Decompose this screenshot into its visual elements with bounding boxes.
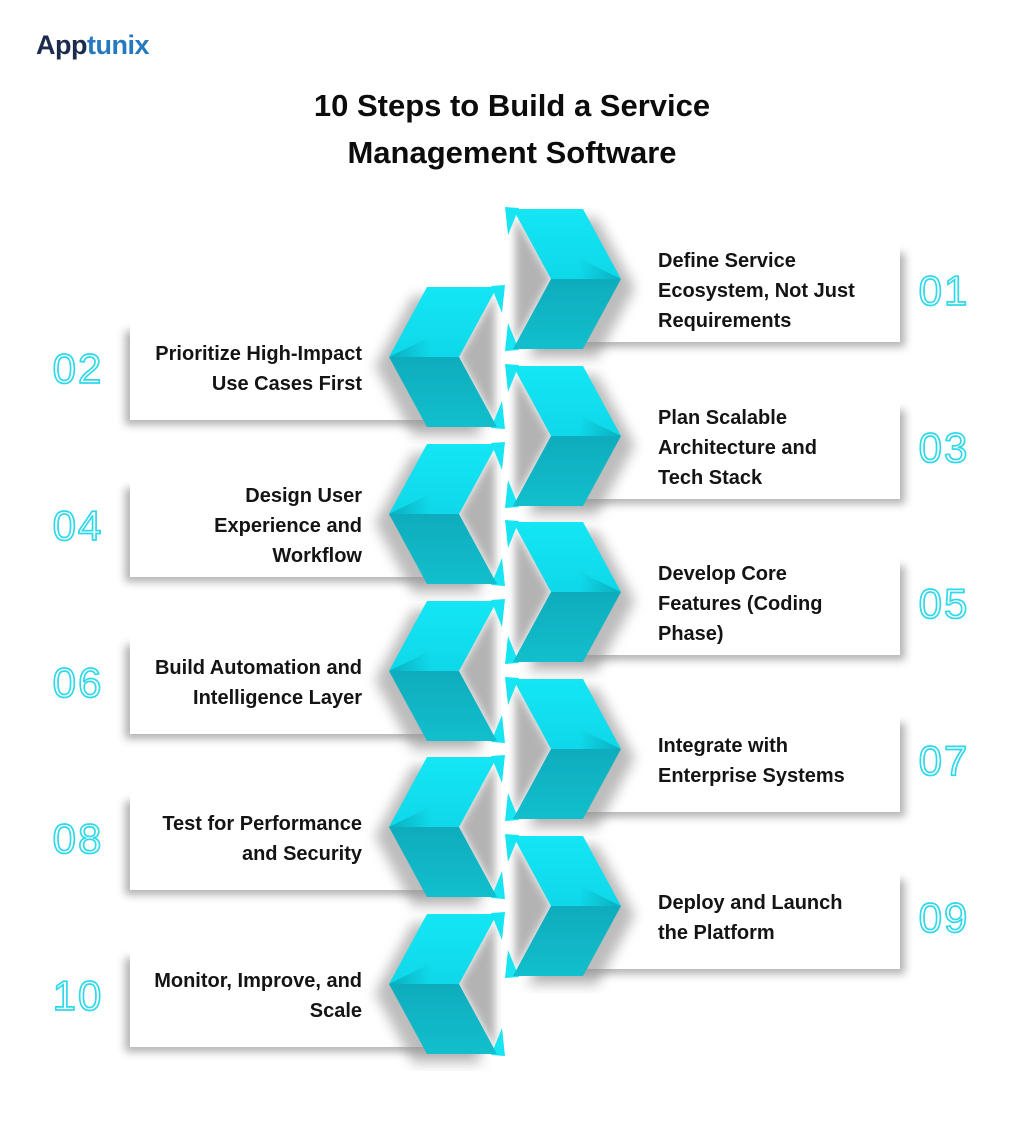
step-number: 07 <box>918 736 970 785</box>
step-row-07: Integrate with Enterprise Systems 07 <box>0 680 1024 844</box>
step-row-06: Build Automation and Intelligence Layer … <box>0 602 1024 766</box>
step-number: 10 <box>52 971 104 1020</box>
step-number: 06 <box>52 658 104 707</box>
step-row-08: Test for Performance and Security 08 <box>0 758 1024 922</box>
step-row-05: Develop Core Features (Coding Phase) 05 <box>0 523 1024 687</box>
step-label: Integrate with Enterprise Systems <box>658 735 845 787</box>
step-label: Design User Experience and Workflow <box>214 485 362 567</box>
step-label: Test for Performance and Security <box>162 813 362 865</box>
step-number: 08 <box>52 814 104 863</box>
step-number: 01 <box>918 266 970 315</box>
step-row-02: Prioritize High-Impact Use Cases First 0… <box>0 288 1024 452</box>
step-label: Plan Scalable Architecture and Tech Stac… <box>658 407 817 489</box>
step-number: 05 <box>918 579 970 628</box>
step-row-10: Monitor, Improve, and Scale 10 <box>0 915 1024 1079</box>
step-label: Monitor, Improve, and Scale <box>154 970 362 1022</box>
page-title: 10 Steps to Build a Service Management S… <box>313 88 711 170</box>
step-label: Define Service Ecosystem, Not Just Requi… <box>658 250 855 332</box>
step-row-01: Define Service Ecosystem, Not Just Requi… <box>0 210 1024 374</box>
step-label: Prioritize High-Impact Use Cases First <box>155 343 362 395</box>
logo-text-app: App <box>36 30 87 60</box>
step-label: Develop Core Features (Coding Phase) <box>658 563 823 645</box>
step-number: 04 <box>52 501 104 550</box>
step-row-03: Plan Scalable Architecture and Tech Stac… <box>0 367 1024 531</box>
step-number: 03 <box>918 423 970 472</box>
step-number: 02 <box>52 344 104 393</box>
step-row-04: Design User Experience and Workflow 04 <box>0 445 1024 609</box>
step-number: 09 <box>918 893 970 942</box>
logo-text-tunix: tunix <box>86 30 150 60</box>
apptunix-logo: Apptunix <box>36 30 149 61</box>
step-label: Build Automation and Intelligence Layer <box>154 657 362 709</box>
chevron-left-icon <box>358 911 508 1071</box>
step-row-09: Deploy and Launch the Platform 09 <box>0 837 1024 1001</box>
step-label: Deploy and Launch the Platform <box>658 892 843 944</box>
